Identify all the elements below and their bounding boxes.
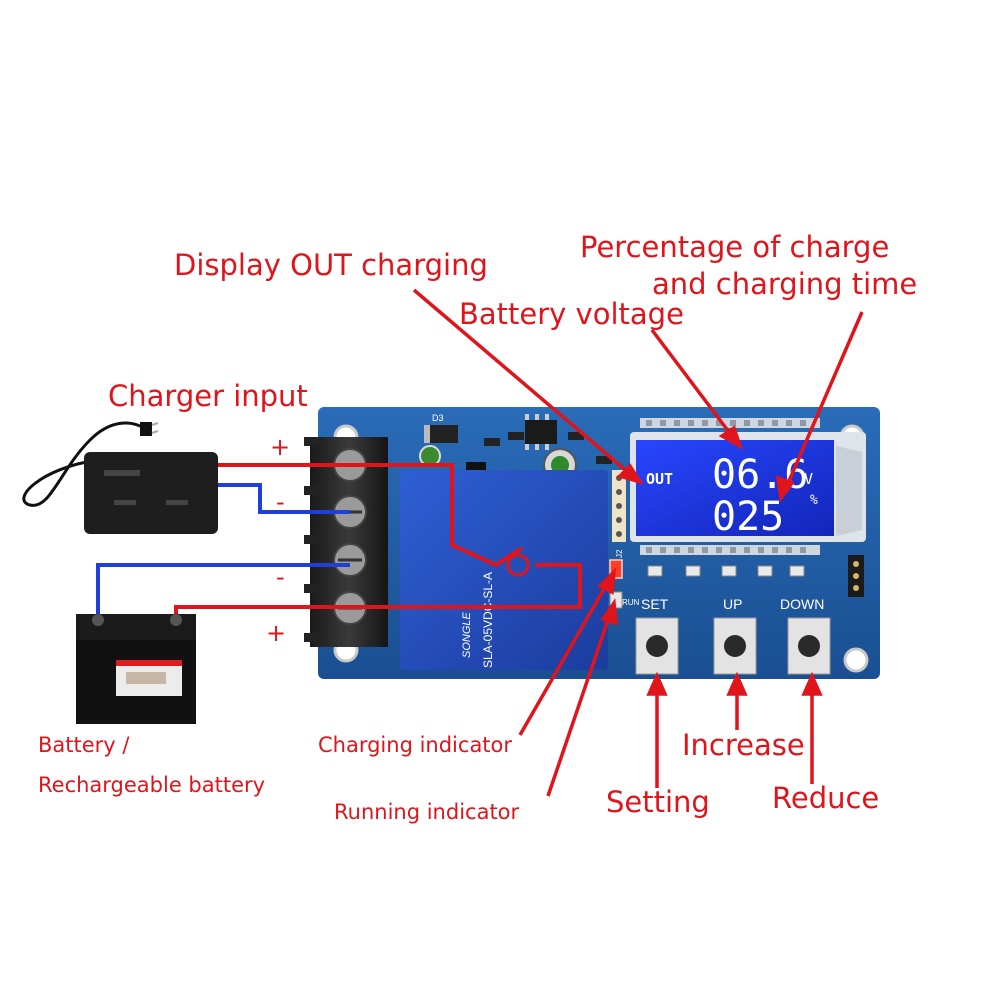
callout-running-indicator: Running indicator [334,800,520,824]
wires [96,463,582,614]
battery-minus-label: - [276,563,285,591]
resistor [568,432,584,440]
relay-body [400,470,608,670]
terminal-fin [304,633,318,642]
terminal-fin [304,486,318,495]
relay-model: SLA-05VDC-SL-A [481,572,495,668]
wire-battery-negative [96,563,350,614]
battery-plus-label: + [266,619,286,647]
terminal-fin [304,535,318,544]
lcd-pin-strip-bottom [640,545,820,555]
terminal-fin [304,437,318,446]
lcd-percent-readout: 025 [712,494,784,540]
callout-increase: Increase [682,728,805,762]
resistor [484,438,500,446]
control-board: D3 [318,407,880,679]
set-button[interactable] [635,617,679,675]
arrow-battery-voltage [650,328,744,450]
diode-component [424,425,458,443]
mounting-hole [843,647,869,673]
leader-lines [412,288,864,797]
lcd-side-tab [836,446,862,536]
ic-chip [525,420,557,444]
label-j2: J2 [615,549,624,558]
callout-battery-line2: Rechargeable battery [38,773,265,797]
wire-charger-negative [218,483,350,514]
charger-plus-label: + [270,433,290,461]
charger-minus-label: - [276,488,285,516]
callout-display-out-charging: Display OUT charging [174,248,488,282]
wire-battery-positive [174,563,582,614]
arrow-setting [646,671,668,788]
callout-charger-input: Charger input [108,379,308,413]
up-button-label: UP [723,596,742,612]
callout-battery-voltage: Battery voltage [459,297,684,331]
arrow-running-indicator [546,598,619,797]
lcd-out-label: OUT [646,470,673,488]
arrow-percentage [775,311,864,503]
terminal-screw [333,543,367,577]
wire-charger-positive [218,463,524,568]
callout-battery-line1: Battery / [38,733,130,757]
label-d3: D3 [432,413,444,423]
relay-contact [506,553,530,577]
arrow-display-out [412,288,644,486]
resistor [596,456,612,464]
set-button-label: SET [641,596,669,612]
lcd-pin-strip-top [640,418,820,428]
callout-percentage-line1: Percentage of charge [580,230,889,264]
charger-adapter [22,421,218,534]
up-button[interactable] [713,617,757,675]
header-pins [612,470,626,542]
callout-charging-indicator: Charging indicator [318,733,512,757]
callout-percentage-line2: and charging time [652,267,917,301]
callout-setting: Setting [606,785,710,819]
led-row [647,565,805,577]
down-button-label: DOWN [780,596,824,612]
arrow-increase [726,671,748,730]
resistor [508,432,524,440]
battery [76,614,196,724]
side-header [848,555,864,597]
terminal-fin [304,584,318,593]
lcd-display: OUT 06.6 V 025 % [630,432,866,542]
relay: SONGLE SLA-05VDC-SL-A [400,470,608,670]
charger-cord [22,421,145,507]
lcd-voltage-readout: 06.6 [712,452,808,498]
plug [140,422,152,436]
down-button[interactable] [787,617,831,675]
arrow-reduce [801,671,823,784]
label-run: RUN [622,598,640,607]
lcd-voltage-unit: V [804,470,813,488]
relay-brand: SONGLE [461,611,473,658]
terminal-block [304,437,388,647]
lcd-percent-unit: % [810,493,818,508]
callout-reduce: Reduce [772,781,879,815]
arrow-charging-indicator [518,567,617,736]
adapter-body [84,452,218,534]
